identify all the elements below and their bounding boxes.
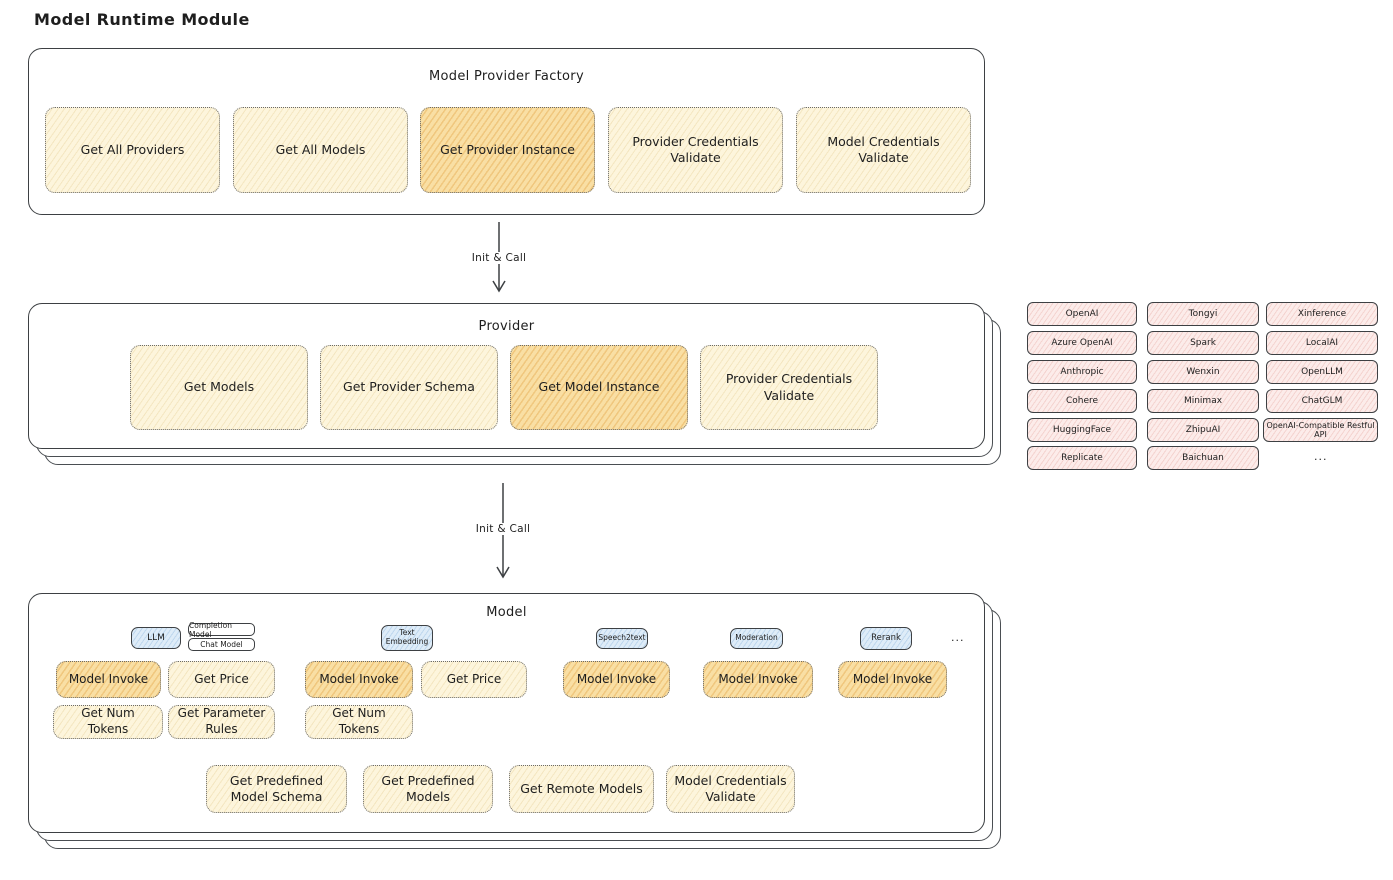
model-type-moderation: Moderation	[730, 628, 783, 649]
text-embedding-get-price: Get Price	[421, 661, 527, 698]
rerank-model-invoke: Model Invoke	[838, 661, 947, 698]
provider-chip-openai-compatible: OpenAI-Compatible Restful API	[1263, 418, 1378, 442]
model-type-speech2text: Speech2text	[596, 628, 648, 649]
model-type-llm: LLM	[131, 627, 181, 649]
model-get-predefined-model-schema: Get Predefined Model Schema	[206, 765, 347, 813]
text-embedding-model-invoke: Model Invoke	[305, 661, 413, 698]
llm-get-price: Get Price	[168, 661, 275, 698]
moderation-model-invoke: Model Invoke	[703, 661, 813, 698]
provider-credentials-validate: Provider Credentials Validate	[700, 345, 878, 430]
model-type-chat-model: Chat Model	[188, 638, 255, 651]
speech2text-model-invoke: Model Invoke	[563, 661, 670, 698]
model-credentials-validate: Model Credentials Validate	[666, 765, 795, 813]
provider-chip-localai: LocalAI	[1266, 331, 1378, 355]
arrow-label-init-call-2: Init & Call	[470, 523, 536, 535]
model-type-text-embedding: Text Embedding	[381, 625, 433, 651]
model-type-completion-model: Completion Model	[188, 621, 255, 639]
model-type-rerank: Rerank	[860, 627, 912, 650]
provider-chip-tongyi: Tongyi	[1147, 302, 1259, 326]
diagram-title: Model Runtime Module	[34, 10, 250, 29]
model-get-predefined-models: Get Predefined Models	[363, 765, 493, 813]
provider-chip-chatglm: ChatGLM	[1266, 389, 1378, 413]
model-types-ellipsis: ...	[951, 631, 965, 644]
provider-chip-minimax: Minimax	[1147, 389, 1259, 413]
provider-chip-azure-openai: Azure OpenAI	[1027, 331, 1137, 355]
provider-chip-spark: Spark	[1147, 331, 1259, 355]
provider-chip-wenxin: Wenxin	[1147, 360, 1259, 384]
provider-get-model-instance: Get Model Instance	[510, 345, 688, 430]
provider-chip-xinference: Xinference	[1266, 302, 1378, 326]
arrow-label-init-call-1: Init & Call	[466, 252, 532, 264]
provider-chip-zhipuai: ZhipuAI	[1147, 418, 1259, 442]
provider-chips-ellipsis: ...	[1314, 450, 1328, 463]
model-get-remote-models: Get Remote Models	[509, 765, 654, 813]
provider-chip-baichuan: Baichuan	[1147, 446, 1259, 470]
provider-chip-huggingface: HuggingFace	[1027, 418, 1137, 442]
provider-title: Provider	[478, 319, 535, 334]
provider-chip-openai: OpenAI	[1027, 302, 1137, 326]
text-embedding-get-num-tokens: Get Num Tokens	[305, 705, 413, 739]
factory-get-all-providers: Get All Providers	[45, 107, 220, 193]
provider-get-provider-schema: Get Provider Schema	[320, 345, 498, 430]
provider-chip-cohere: Cohere	[1027, 389, 1137, 413]
factory-provider-credentials-validate: Provider Credentials Validate	[608, 107, 783, 193]
llm-model-invoke: Model Invoke	[56, 661, 161, 698]
llm-get-parameter-rules: Get Parameter Rules	[168, 705, 275, 739]
model-title: Model	[486, 605, 527, 620]
llm-get-num-tokens: Get Num Tokens	[53, 705, 163, 739]
provider-chip-anthropic: Anthropic	[1027, 360, 1137, 384]
provider-chip-openllm: OpenLLM	[1266, 360, 1378, 384]
provider-chip-replicate: Replicate	[1027, 446, 1137, 470]
factory-title: Model Provider Factory	[429, 69, 584, 84]
factory-get-all-models: Get All Models	[233, 107, 408, 193]
factory-model-credentials-validate: Model Credentials Validate	[796, 107, 971, 193]
provider-get-models: Get Models	[130, 345, 308, 430]
factory-get-provider-instance: Get Provider Instance	[420, 107, 595, 193]
